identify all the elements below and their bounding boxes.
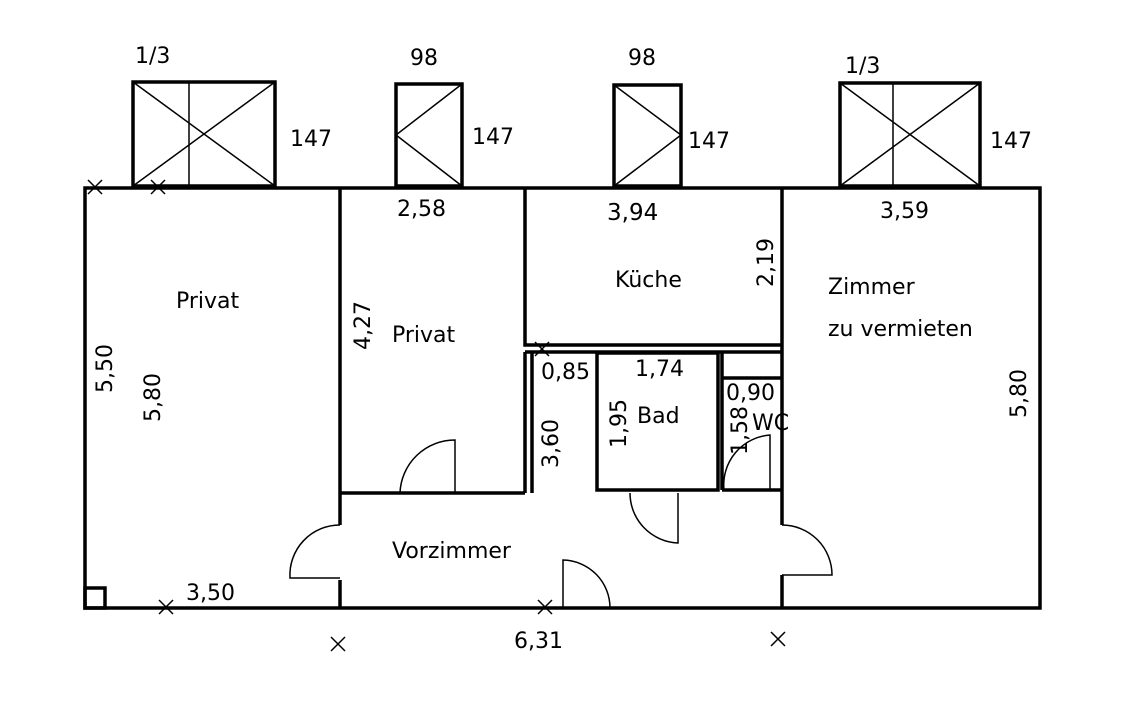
room-label-kueche: Küche: [615, 268, 682, 293]
room-label-wc: WC: [752, 411, 789, 436]
dim-3-94: 3,94: [607, 200, 658, 226]
dim-5-80-right: 5,80: [1007, 369, 1032, 418]
measurement-markers: [87, 179, 786, 652]
dim-5-50: 5,50: [93, 344, 118, 393]
room-label-bad: Bad: [637, 404, 680, 429]
window-3-width: 98: [628, 46, 656, 71]
dim-3-50: 3,50: [186, 581, 235, 606]
window-1-height: 147: [290, 127, 332, 152]
dim-1-58: 1,58: [728, 406, 753, 455]
room-label-vorzimmer: Vorzimmer: [392, 539, 512, 564]
walls: [83, 186, 1042, 610]
dim-0-90: 0,90: [726, 381, 775, 406]
dim-6-31: 6,31: [514, 629, 563, 654]
dim-5-80-left: 5,80: [141, 373, 166, 422]
dim-1-95: 1,95: [607, 399, 632, 448]
room-label-zimmer: Zimmer: [828, 275, 916, 300]
window-2-width: 98: [410, 46, 438, 71]
dim-3-60: 3,60: [539, 419, 564, 468]
dim-2-58: 2,58: [397, 197, 446, 222]
window-3-height: 147: [688, 129, 730, 154]
dim-1-74: 1,74: [635, 357, 684, 382]
window-2: [394, 82, 464, 188]
window-4-width: 1/3: [845, 54, 880, 79]
room-label-privat-2: Privat: [392, 323, 456, 348]
dim-3-59: 3,59: [880, 199, 929, 224]
room-label-privat-1: Privat: [176, 289, 240, 314]
window-4: [838, 81, 982, 188]
dim-2-19: 2,19: [754, 238, 779, 287]
window-2-height: 147: [472, 125, 514, 150]
window-1-width: 1/3: [135, 44, 170, 69]
dim-0-85: 0,85: [541, 360, 590, 385]
room-label-zu-vermieten: zu vermieten: [828, 317, 973, 342]
doors: [289, 434, 833, 609]
window-1: [131, 80, 277, 188]
dim-4-27: 4,27: [351, 301, 376, 350]
window-4-height: 147: [990, 129, 1032, 154]
window-3: [612, 83, 683, 188]
